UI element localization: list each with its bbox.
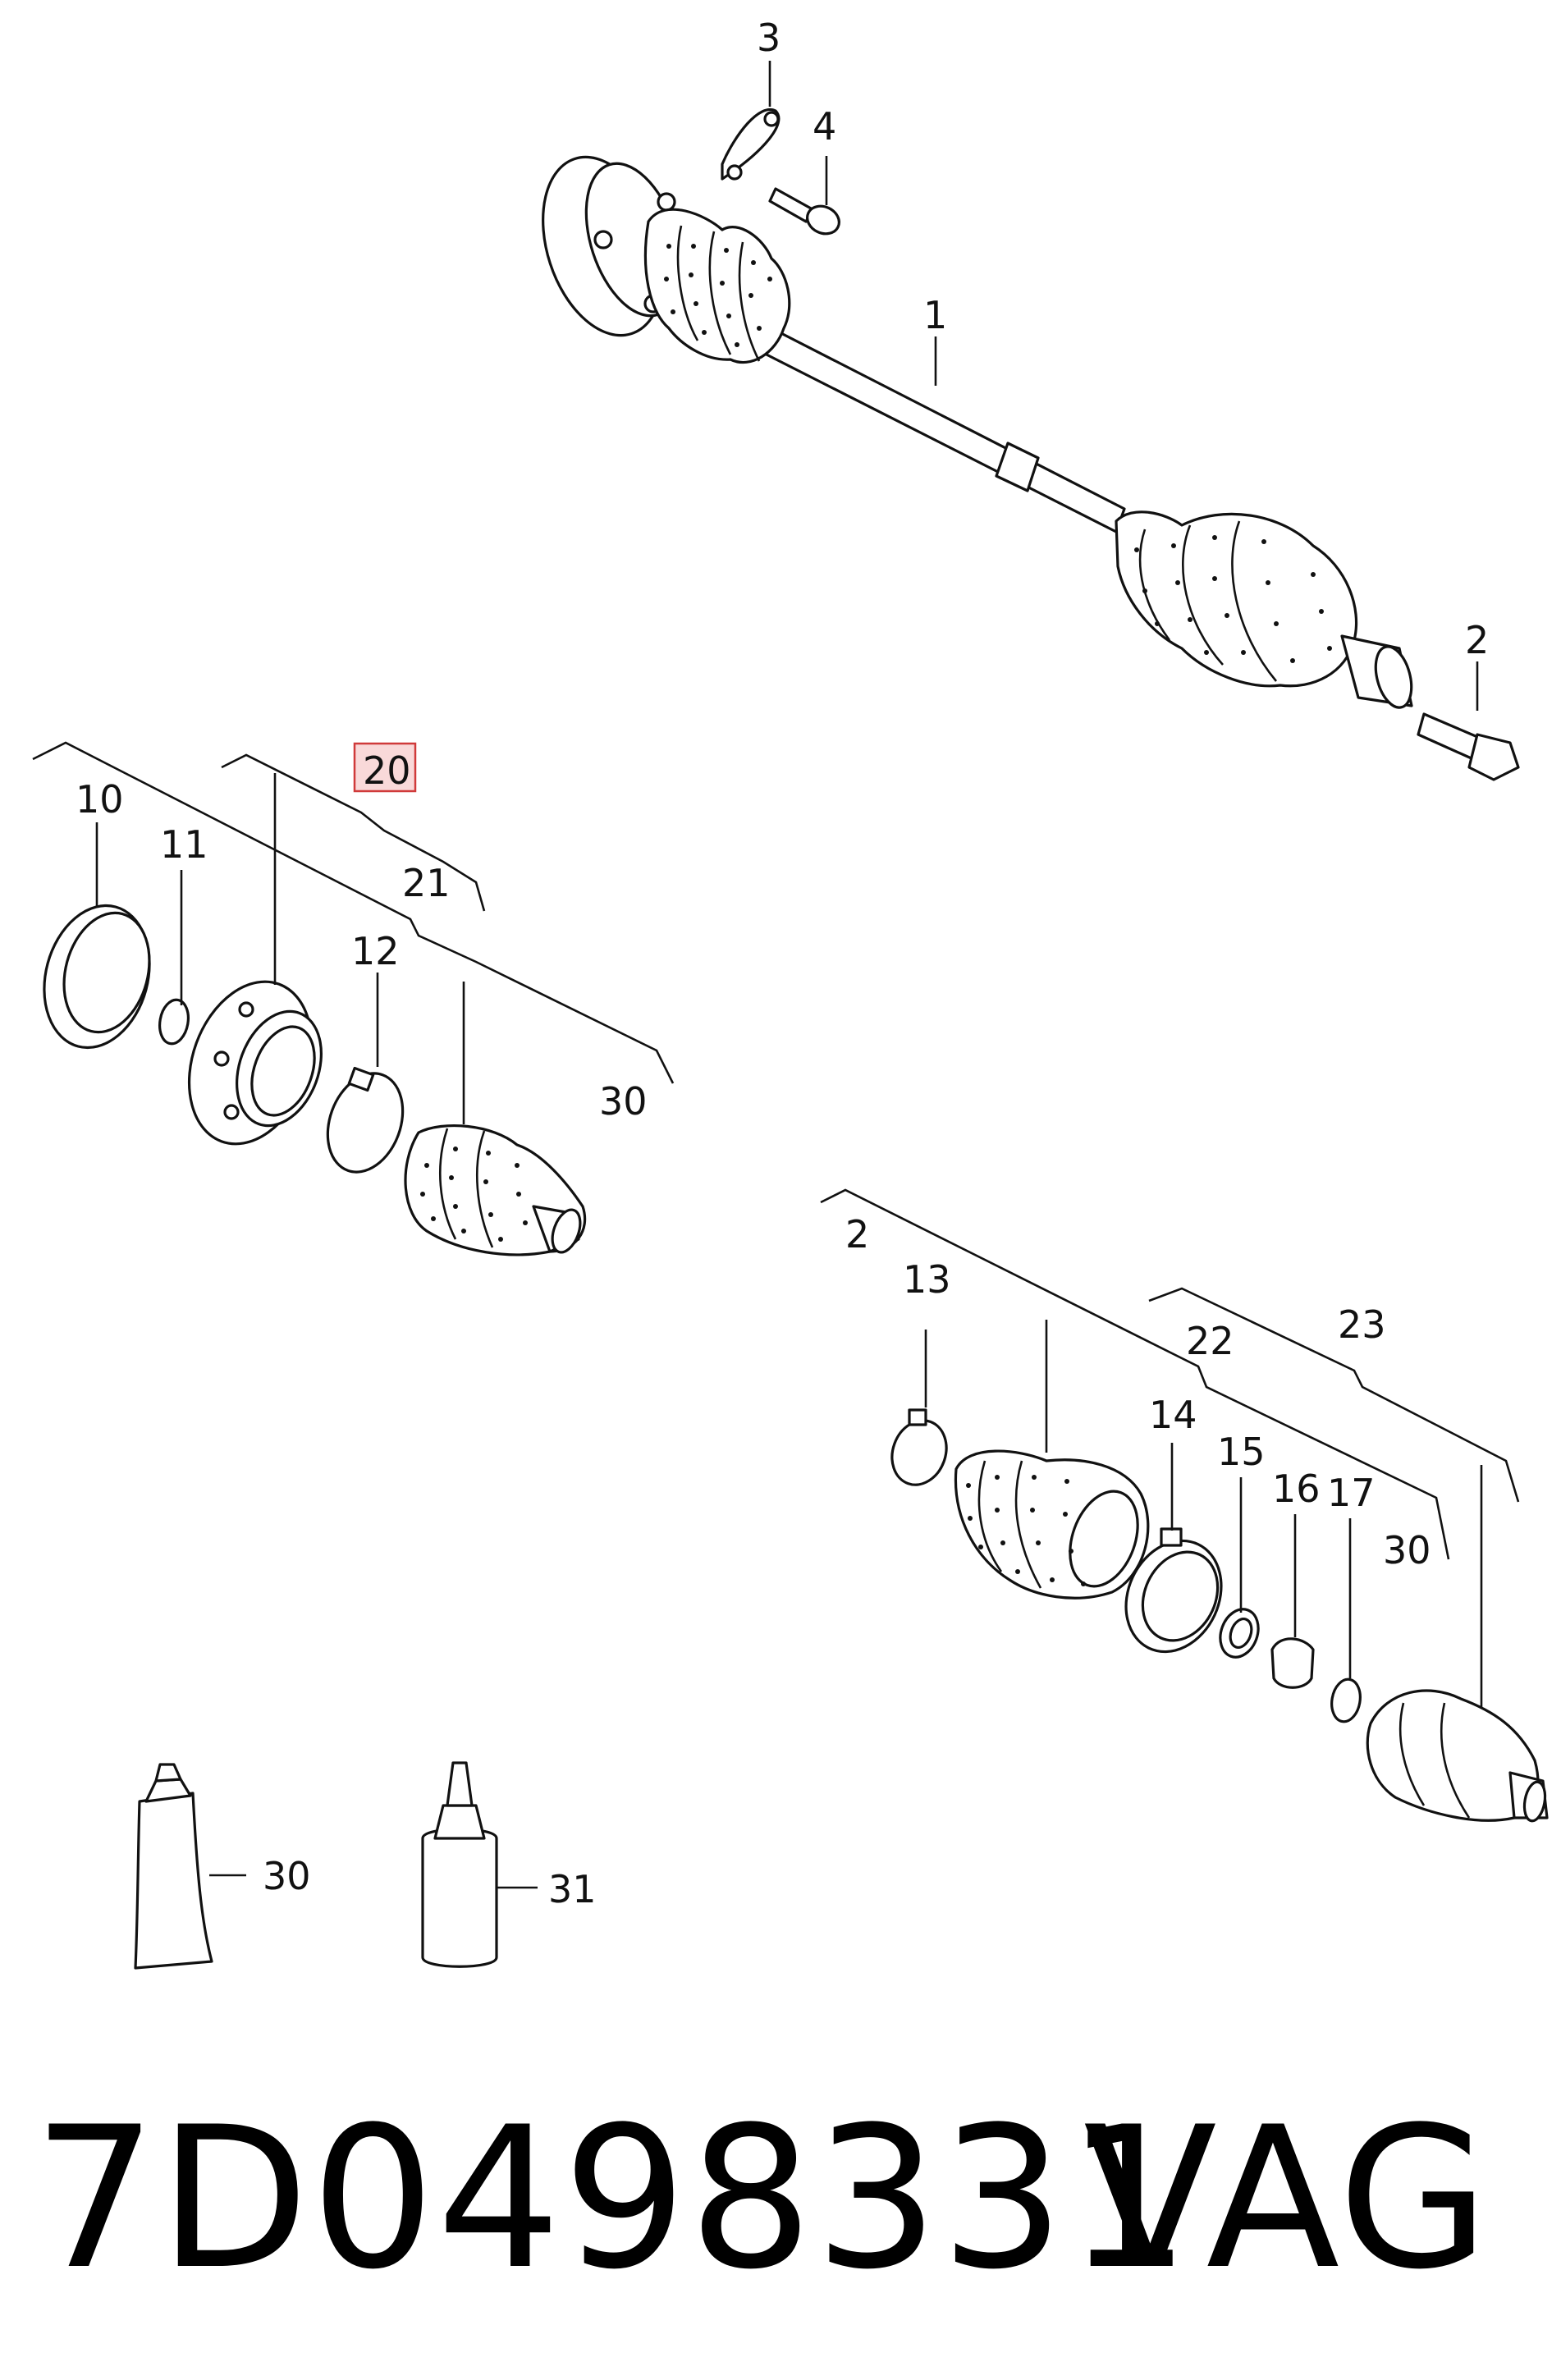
callout-30-grease[interactable]: 30	[263, 1854, 311, 1898]
callout-15[interactable]: 15	[1217, 1430, 1266, 1474]
adhesive-bottle	[421, 1761, 498, 1968]
callout-30-left[interactable]: 30	[599, 1079, 648, 1124]
manufacturer-name: VAG	[1083, 2085, 1491, 2313]
callout-16[interactable]: 16	[1272, 1467, 1321, 1511]
callout-2-shaft-bolt[interactable]: 2	[1465, 618, 1489, 662]
highlight-box-20	[353, 742, 417, 793]
callout-23[interactable]: 23	[1338, 1302, 1386, 1347]
callout-31[interactable]: 31	[548, 1867, 597, 1911]
callout-2-kit[interactable]: 2	[845, 1212, 869, 1256]
lock-plate	[721, 108, 780, 181]
spacer-washer	[1219, 1608, 1260, 1659]
callout-12[interactable]: 12	[351, 929, 400, 973]
drive-shaft-assembly	[542, 155, 1413, 709]
callout-10[interactable]: 10	[76, 777, 124, 822]
hose-clamp	[326, 1066, 405, 1174]
outer-cv-joint	[1366, 1689, 1549, 1823]
grease-tube	[134, 1763, 213, 1970]
callout-21[interactable]: 21	[402, 861, 451, 905]
outer-circlip	[1330, 1677, 1362, 1723]
callout-14[interactable]: 14	[1149, 1393, 1197, 1437]
callout-17[interactable]: 17	[1327, 1471, 1376, 1515]
circlip	[158, 998, 190, 1046]
large-clamp	[1124, 1527, 1223, 1654]
small-clamp	[890, 1408, 948, 1486]
callout-4[interactable]: 4	[813, 104, 836, 149]
callout-13[interactable]: 13	[903, 1257, 951, 1302]
callout-20[interactable]: 20	[363, 748, 411, 793]
callout-3[interactable]: 3	[757, 16, 780, 60]
inner-cv-joint	[187, 980, 323, 1146]
hex-bolt	[1417, 712, 1520, 781]
thrust-piece	[1270, 1637, 1315, 1689]
callout-30-right[interactable]: 30	[1383, 1528, 1431, 1572]
callout-11[interactable]: 11	[160, 822, 208, 867]
callout-22[interactable]: 22	[1186, 1319, 1234, 1363]
callout-labels: 1 2 3 4 10 11 20 21 12 30 2 13 22 23 14 …	[76, 16, 1489, 1911]
part-number: 7D0498331	[33, 2085, 1192, 2313]
boot-ring	[43, 904, 151, 1050]
joint-boot	[404, 1124, 587, 1256]
socket-screw	[768, 187, 840, 236]
callout-1[interactable]: 1	[923, 293, 947, 337]
leader-lines	[32, 61, 1520, 1889]
outer-boot	[954, 1449, 1150, 1600]
part-footer: 7D0498331 VAG	[33, 2076, 1535, 2323]
